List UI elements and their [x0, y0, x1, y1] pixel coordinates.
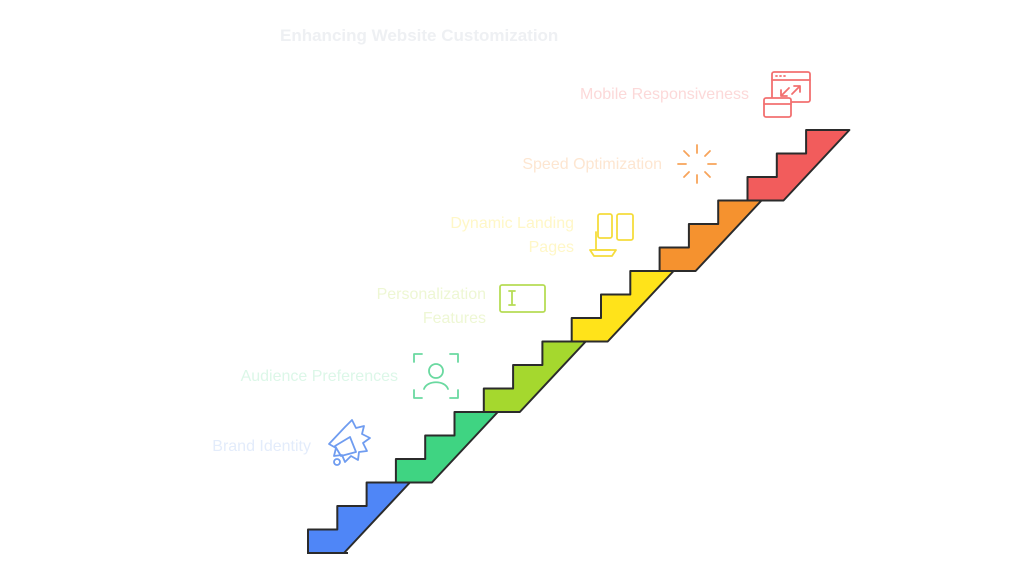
- label-speed-optimization: Speed Optimization: [522, 153, 662, 177]
- label-brand-identity: Brand Identity: [212, 435, 311, 459]
- stair-base: [307, 551, 348, 554]
- loading-icon: [677, 144, 717, 184]
- megaphone-icon: [328, 419, 371, 466]
- diagram-title: Enhancing Website Customization: [280, 26, 559, 45]
- text-cursor-icon: [499, 284, 546, 313]
- label-line: Speed Optimization: [522, 156, 662, 173]
- label-line: Brand Identity: [212, 438, 311, 455]
- label-line: Personalization: [376, 286, 486, 303]
- label-mobile-responsiveness: Mobile Responsiveness: [580, 83, 749, 107]
- responsive-window-icon: [763, 71, 811, 118]
- devices-icon: [589, 213, 634, 257]
- label-line: Mobile Responsiveness: [580, 86, 749, 103]
- step-group-dynamic-landing-pages: [570, 270, 675, 343]
- label-line: Pages: [528, 239, 574, 256]
- label-line: Dynamic Landing: [450, 215, 574, 232]
- step-group-mobile-responsiveness: [746, 129, 851, 202]
- label-dynamic-landing-pages: Dynamic Landing Pages: [450, 212, 574, 260]
- label-audience-preferences: Audience Preferences: [241, 365, 398, 389]
- step-group-audience-preferences: [394, 411, 499, 484]
- step-group-brand-identity: [307, 481, 411, 554]
- label-line: Audience Preferences: [240, 368, 398, 385]
- label-line: Features: [422, 310, 486, 327]
- step-group-speed-optimization: [658, 199, 763, 272]
- step-group-personalization-features: [482, 340, 587, 413]
- user-focus-icon: [413, 353, 459, 399]
- label-personalization-features: Personalization Features: [377, 283, 486, 331]
